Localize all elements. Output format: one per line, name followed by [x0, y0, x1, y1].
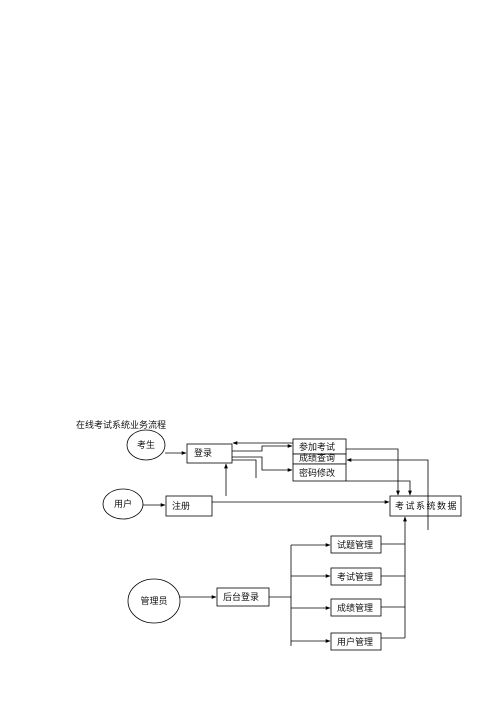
process-question-mgmt-label: 试题管理 — [337, 539, 373, 551]
edge-take-exam-to-datastore — [346, 448, 400, 496]
edge-password-change-to-datastore — [346, 480, 412, 496]
process-take-exam-label: 参加考试 — [299, 441, 335, 453]
process-backend-login: 后台登录 — [216, 587, 270, 607]
process-score-query: 成绩查询 — [292, 452, 347, 465]
process-login-label: 登录 — [194, 448, 212, 459]
process-register: 注册 — [165, 495, 213, 517]
edge-datastore-to-score-query — [346, 458, 429, 530]
process-question-mgmt: 试题管理 — [330, 535, 382, 554]
process-exam-mgmt-label: 考试管理 — [337, 571, 373, 583]
process-score-mgmt: 成绩管理 — [330, 598, 382, 617]
datastore-label: 考试系统数据 — [395, 500, 458, 512]
process-login: 登录 — [186, 443, 233, 464]
process-backend-login-label: 后台登录 — [223, 591, 259, 603]
process-password-change-label: 密码修改 — [299, 467, 335, 479]
process-exam-mgmt: 考试管理 — [330, 567, 382, 586]
process-user-mgmt: 用户管理 — [330, 632, 382, 651]
actor-student-label: 考生 — [137, 439, 155, 451]
actor-user: 用户 — [102, 488, 144, 520]
actor-user-label: 用户 — [114, 498, 132, 510]
edge-login-to-take-exam — [232, 444, 293, 452]
diagram-title: 在线考试系统业务流程 — [76, 419, 166, 431]
edge-login-to-password-change — [232, 456, 293, 472]
edge-login-side-branch — [232, 459, 257, 478]
actor-student: 考生 — [126, 429, 166, 461]
process-user-mgmt-label: 用户管理 — [337, 636, 373, 648]
process-score-query-label: 成绩查询 — [299, 452, 335, 464]
datastore-exam-system-data: 考试系统数据 — [389, 495, 462, 517]
process-take-exam: 参加考试 — [292, 438, 347, 455]
process-password-change: 密码修改 — [292, 463, 347, 482]
process-score-mgmt-label: 成绩管理 — [337, 602, 373, 614]
actor-admin-label: 管理员 — [140, 595, 167, 607]
process-register-label: 注册 — [172, 500, 190, 512]
actor-admin: 管理员 — [127, 578, 181, 624]
